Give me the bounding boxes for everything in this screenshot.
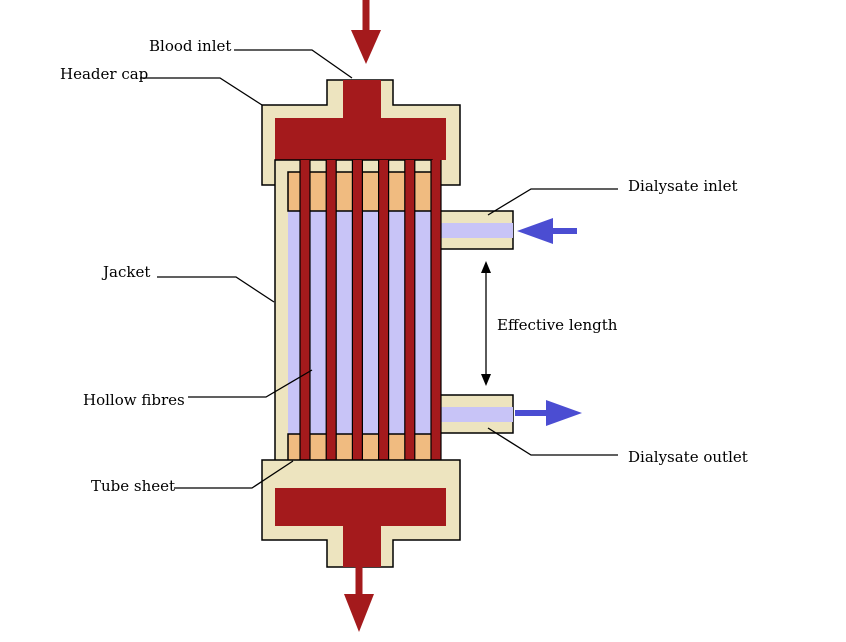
effective-length-label: Effective length [497, 316, 618, 334]
tube-sheet-label: Tube sheet [91, 477, 175, 495]
header-cap-label: Header cap [60, 65, 148, 83]
hollow-fibre [326, 160, 337, 488]
blood-outlet-flow-arrow [344, 567, 374, 632]
effective-length-dimension-arrow [481, 261, 491, 386]
dialysate-inlet-leader [487, 188, 618, 216]
dialysate-outlet-leader [487, 427, 618, 456]
jacket-leader [157, 276, 275, 303]
dialysate-outlet-channel [430, 407, 513, 422]
hollow-fibre [378, 160, 389, 488]
hollow-fibre [300, 160, 310, 488]
hollow-fibre [431, 160, 441, 488]
dialysate-outlet-label: Dialysate outlet [628, 448, 748, 466]
blood-chamber-top [275, 80, 446, 160]
header-cap-leader [140, 77, 263, 106]
jacket-label: Jacket [101, 263, 150, 281]
hollow-fibres-leader [188, 369, 313, 398]
dialysate-outlet-flow-arrow [515, 400, 582, 426]
blood-inlet-flow-arrow [351, 0, 381, 64]
dialysate-inlet-label: Dialysate inlet [628, 177, 738, 195]
blood-inlet-label: Blood inlet [149, 37, 231, 55]
hollow-fibre [352, 160, 363, 488]
hollow-fibres-label: Hollow fibres [83, 391, 185, 409]
blood-inlet-leader [234, 49, 353, 79]
hollow-fibre-bundle [299, 160, 442, 488]
dialysate-inlet-channel [430, 223, 513, 238]
hollow-fibre [404, 160, 415, 488]
blood-chamber-bottom [275, 488, 446, 567]
dialysate-inlet-flow-arrow [517, 218, 577, 244]
tube-sheet-leader [174, 460, 294, 489]
